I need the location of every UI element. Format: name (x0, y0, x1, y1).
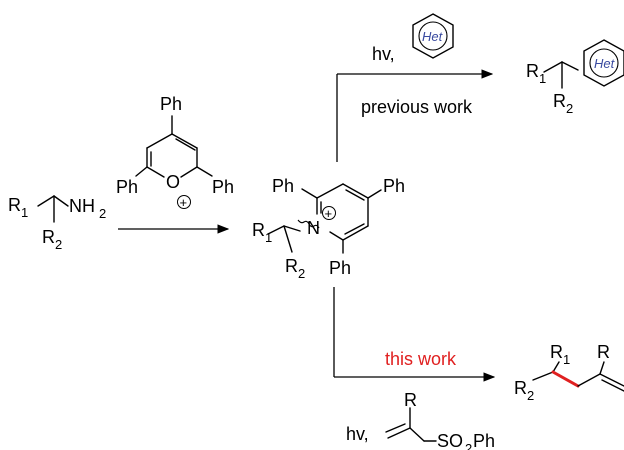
previous-work-branch: hv, Het previous work (336, 13, 494, 162)
product-heteroarene-circle (589, 48, 619, 78)
new-carbon-carbon-bond (551, 370, 580, 388)
pyridinium-structure: + Ph Ph N Ph R 1 R 2 (252, 176, 405, 281)
upper-hv-label: hv, (372, 44, 395, 64)
pyridinium-bottom-ph: Ph (329, 258, 351, 278)
heteroarene-label: Het (422, 29, 444, 44)
amine-nh-subscript: 2 (99, 206, 106, 221)
amine-r-subscript: 1 (21, 205, 28, 220)
product-heteroarene-ring (583, 39, 624, 87)
pyrylium-right-ph: Ph (212, 177, 234, 197)
upper-product-r2-label: R (553, 91, 566, 111)
amine-r2-subscript: 2 (55, 237, 62, 252)
lower-product-r2-label: R (514, 378, 527, 398)
lower-hv-label: hv, (346, 424, 369, 444)
cleavage-wavy-bond (297, 219, 320, 229)
lower-product-r2-subscript: 2 (527, 388, 534, 403)
previous-work-caption: previous work (361, 97, 473, 117)
pyridinium-top-left-ph: Ph (272, 176, 294, 196)
heteroarene-aromatic-circle (418, 21, 448, 51)
reagent-so-label: SO (437, 431, 463, 450)
pyrylium-charge-circle (177, 195, 191, 209)
product-heteroarene-label: Het (594, 56, 616, 71)
amine-r-label: R (8, 195, 21, 215)
pyridinium-r2-label: R (285, 256, 298, 276)
lower-product-r1-subscript: 1 (563, 352, 570, 367)
pyridinium-right-ph: Ph (383, 176, 405, 196)
upper-product-r1-label: R (526, 61, 539, 81)
pyrylium-top-ph: Ph (160, 94, 182, 114)
lower-product-r1-label: R (550, 342, 563, 362)
reagent-r-label: R (404, 390, 417, 410)
upper-product-structure: Het R 1 R 2 (526, 39, 624, 116)
pyridinium-charge: + (325, 206, 333, 221)
lower-product-r-label: R (597, 342, 610, 362)
pyridinium-charge-circle (322, 206, 336, 220)
upper-product-r2-subscript: 2 (566, 101, 573, 116)
amine-nh-label: NH (69, 196, 95, 216)
amine-structure: R 1 NH 2 R 2 (8, 195, 106, 252)
amine-r2-label: R (42, 227, 55, 247)
pyrylium-oxygen: O (166, 172, 180, 192)
pyrylium-left-ph: Ph (116, 177, 138, 197)
pyridinium-nitrogen: N (307, 218, 320, 238)
pyridinium-r1-subscript: 1 (265, 230, 272, 245)
this-work-branch: this work hv, R SO 2 Ph (333, 287, 496, 450)
pyridinium-r1-label: R (252, 220, 265, 240)
lower-product-structure: R 1 R 2 R (514, 342, 624, 403)
this-work-caption: this work (385, 349, 457, 369)
reagent-ph-label: Ph (473, 431, 495, 450)
heteroarene-ring (412, 13, 454, 59)
pyrylium-charge: + (180, 195, 188, 210)
pyridinium-r2-subscript: 2 (298, 266, 305, 281)
upper-product-r1-subscript: 1 (539, 71, 546, 86)
reagent-so-subscript: 2 (465, 441, 472, 450)
pyrylium-structure: + Ph Ph O Ph (116, 94, 234, 210)
